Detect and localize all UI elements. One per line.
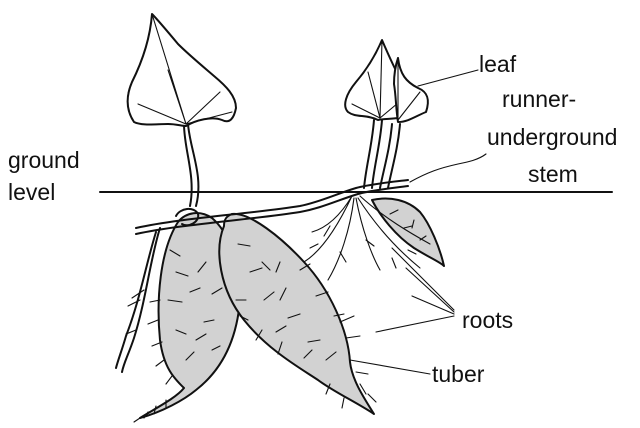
tuber-pointer-line bbox=[350, 360, 430, 374]
plant-left bbox=[128, 14, 236, 206]
label-ground-line2: level bbox=[8, 179, 55, 205]
label-runner-line1: runner- bbox=[502, 86, 576, 112]
plant-right bbox=[345, 40, 428, 188]
label-roots: roots bbox=[462, 307, 513, 333]
left-hanging-roots bbox=[116, 228, 160, 372]
runner-pointer-line bbox=[410, 154, 486, 182]
label-tuber: tuber bbox=[432, 361, 485, 387]
leaf-pointer-line bbox=[418, 70, 478, 86]
tuber-right bbox=[219, 214, 374, 414]
label-runner-line2: underground bbox=[487, 124, 617, 150]
label-ground-line1: ground bbox=[8, 147, 80, 173]
label-runner-line3: stem bbox=[528, 161, 578, 187]
label-leaf: leaf bbox=[479, 51, 517, 77]
